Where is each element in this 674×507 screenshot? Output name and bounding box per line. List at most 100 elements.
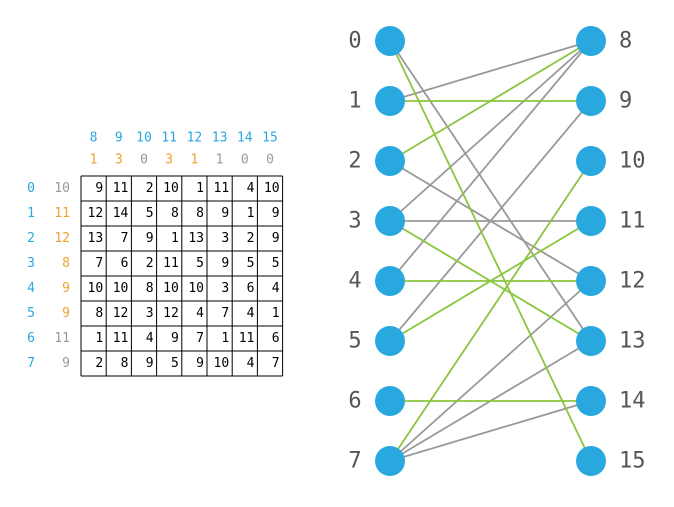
matrix-cell: 10 <box>214 356 230 371</box>
matrix-cell: 1 <box>95 331 103 346</box>
col-id-label: 9 <box>115 131 123 146</box>
col-potential-label: 3 <box>165 153 173 168</box>
matrix-cell: 2 <box>146 256 154 271</box>
col-id-label: 8 <box>90 131 98 146</box>
matrix-cell: 4 <box>247 306 255 321</box>
candidate-edge <box>389 40 592 102</box>
col-potential-label: 3 <box>115 153 123 168</box>
candidate-edge <box>389 400 592 462</box>
left-node-label: 2 <box>348 149 361 174</box>
left-node-label: 6 <box>348 389 361 414</box>
matrix-cell: 2 <box>146 181 154 196</box>
matrix-cell: 9 <box>146 356 154 371</box>
row-id-label: 0 <box>27 181 35 196</box>
col-potential-label: 1 <box>216 153 224 168</box>
col-id-label: 15 <box>262 131 278 146</box>
matrix-cell: 1 <box>272 306 280 321</box>
matrix-cell: 9 <box>272 206 280 221</box>
matrix-cell: 7 <box>221 306 229 321</box>
matrix-cell: 2 <box>247 231 255 246</box>
matrix-cell: 6 <box>272 331 280 346</box>
matrix-cell: 7 <box>121 231 129 246</box>
matrix-cell: 9 <box>221 256 229 271</box>
matrix-cell: 10 <box>264 181 280 196</box>
matched-edge <box>389 160 592 462</box>
matrix-cell: 7 <box>196 331 204 346</box>
matrix-cell: 10 <box>188 281 204 296</box>
left-node <box>375 446 405 476</box>
left-node <box>375 386 405 416</box>
matrix-cell: 8 <box>121 356 129 371</box>
matrix-cell: 4 <box>196 306 204 321</box>
matrix-cell: 1 <box>171 231 179 246</box>
matrix-cell: 9 <box>171 331 179 346</box>
matrix-cell: 13 <box>88 231 104 246</box>
candidate-edge <box>389 40 592 342</box>
right-node-label: 10 <box>619 149 646 174</box>
matrix-cell: 9 <box>196 356 204 371</box>
col-potential-label: 0 <box>241 153 249 168</box>
matrix-cell: 3 <box>221 281 229 296</box>
row-id-label: 4 <box>27 281 35 296</box>
matrix-cell: 4 <box>272 281 280 296</box>
row-potential-label: 9 <box>62 281 70 296</box>
matrix-cell: 12 <box>88 206 104 221</box>
right-node-label: 8 <box>619 29 632 54</box>
right-node-label: 9 <box>619 89 632 114</box>
matched-edge <box>389 40 592 162</box>
row-potential-label: 9 <box>62 306 70 321</box>
matrix-cell: 4 <box>146 331 154 346</box>
left-node <box>375 86 405 116</box>
right-node <box>576 26 606 56</box>
left-node-label: 3 <box>348 209 361 234</box>
right-node-label: 13 <box>619 329 646 354</box>
row-id-label: 3 <box>27 256 35 271</box>
matrix-cell: 8 <box>95 306 103 321</box>
right-node-label: 14 <box>619 389 646 414</box>
matrix-cell: 12 <box>113 306 129 321</box>
matrix-cell: 6 <box>121 256 129 271</box>
row-potential-label: 9 <box>62 356 70 371</box>
matrix-cell: 9 <box>146 231 154 246</box>
col-id-label: 11 <box>161 131 177 146</box>
row-id-label: 2 <box>27 231 35 246</box>
right-node-label: 15 <box>619 449 646 474</box>
left-node-label: 1 <box>348 89 361 114</box>
col-potential-label: 0 <box>266 153 274 168</box>
left-node-label: 7 <box>348 449 361 474</box>
right-node <box>576 266 606 296</box>
matrix-cell: 4 <box>247 181 255 196</box>
row-id-label: 1 <box>27 206 35 221</box>
left-node <box>375 26 405 56</box>
matrix-cell: 11 <box>239 331 255 346</box>
candidate-edge <box>389 100 592 342</box>
matrix-cell: 6 <box>247 281 255 296</box>
col-id-label: 14 <box>237 131 253 146</box>
col-id-label: 12 <box>187 131 203 146</box>
right-node-label: 12 <box>619 269 646 294</box>
matrix-cell: 10 <box>163 281 179 296</box>
row-id-label: 5 <box>27 306 35 321</box>
matched-edge <box>389 40 592 462</box>
matrix-cell: 11 <box>214 181 230 196</box>
matrix-cell: 5 <box>146 206 154 221</box>
left-node <box>375 326 405 356</box>
matrix-cell: 8 <box>196 206 204 221</box>
row-potential-label: 8 <box>62 256 70 271</box>
row-id-label: 7 <box>27 356 35 371</box>
left-node-label: 0 <box>348 29 361 54</box>
matrix-cell: 7 <box>272 356 280 371</box>
matrix-cell: 1 <box>221 331 229 346</box>
matrix-cell: 3 <box>221 231 229 246</box>
matrix-cell: 7 <box>95 256 103 271</box>
matrix-cell: 9 <box>95 181 103 196</box>
matrix-cell: 10 <box>88 281 104 296</box>
row-potential-label: 10 <box>54 181 70 196</box>
col-potential-label: 1 <box>190 153 198 168</box>
matrix-cell: 9 <box>221 206 229 221</box>
matrix-cell: 5 <box>171 356 179 371</box>
left-node <box>375 146 405 176</box>
